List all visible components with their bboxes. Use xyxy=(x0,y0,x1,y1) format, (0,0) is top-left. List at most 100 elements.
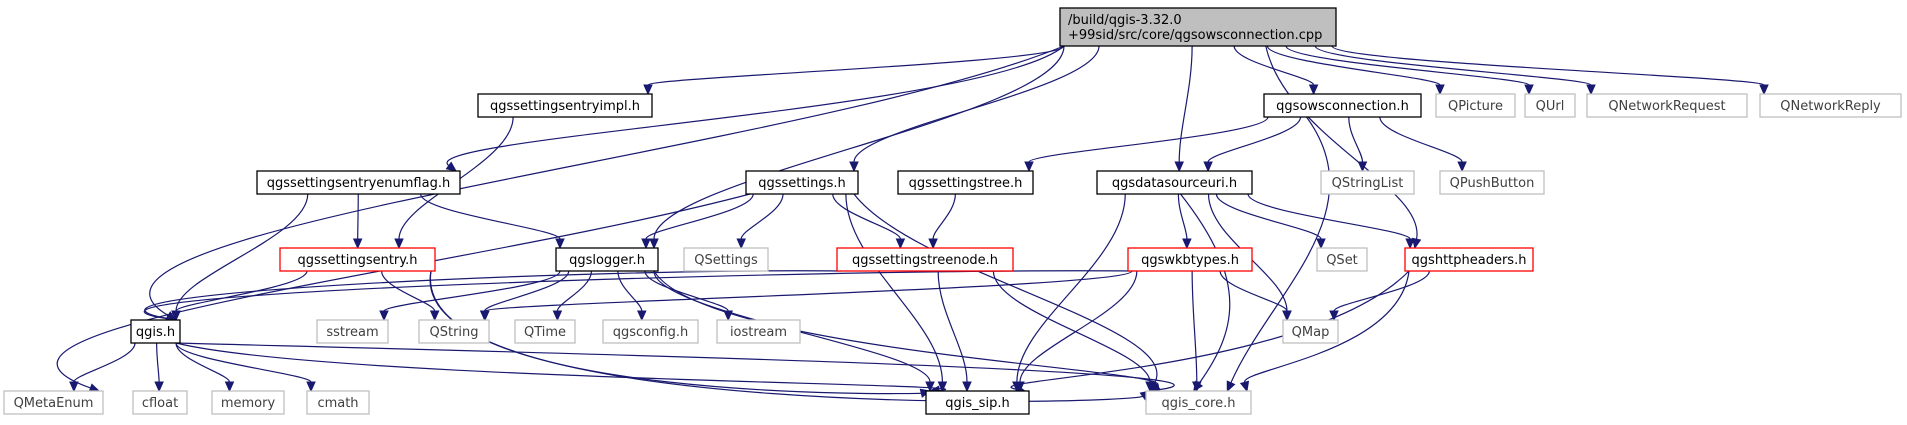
edge-arrowhead xyxy=(1145,381,1155,393)
node-label: sstream xyxy=(326,325,378,340)
edge-qgis-to-cfloat xyxy=(154,342,164,393)
edge-qgsdatasourceuri-to-qgis-core xyxy=(1180,193,1231,393)
edge-arrowhead xyxy=(1226,380,1236,393)
edge-arrowhead xyxy=(1586,84,1596,96)
edge-line xyxy=(1247,193,1411,240)
node-box xyxy=(256,170,461,195)
node-box xyxy=(211,390,285,415)
edge-line xyxy=(1191,270,1198,383)
node-qgsowsconnection[interactable]: qgsowsconnection.h xyxy=(1263,93,1422,118)
edge-line xyxy=(845,193,943,383)
node-qstring: QString xyxy=(418,319,490,344)
node-box xyxy=(1059,7,1337,47)
edge-line xyxy=(175,342,1175,391)
edge-layer xyxy=(56,45,1769,403)
node-label: qgsconfig.h xyxy=(613,325,688,340)
node-qgssettingsentryenumflag[interactable]: qgssettingsentryenumflag.h xyxy=(256,170,461,195)
edge-qgsowsconnection-to-qgssettingstree xyxy=(1024,116,1269,173)
edge-line xyxy=(175,270,308,312)
edge-line xyxy=(644,270,729,312)
node-box xyxy=(1435,93,1516,118)
node-label: QStringList xyxy=(1332,176,1404,191)
node-memory: memory xyxy=(211,390,285,415)
node-qgssettingstree[interactable]: qgssettingstree.h xyxy=(897,170,1034,195)
edge-line xyxy=(1285,45,1530,86)
node-qgis-sip[interactable]: qgis_sip.h xyxy=(925,390,1030,415)
edge-line xyxy=(175,342,312,383)
edge-line xyxy=(645,193,754,240)
edge-arrowhead xyxy=(849,161,859,173)
edge-line xyxy=(1219,270,1288,312)
edge-arrowhead xyxy=(637,310,647,322)
edge-arrowhead xyxy=(171,310,181,322)
edge-arrowhead xyxy=(1524,84,1534,96)
node-qset: QSet xyxy=(1316,247,1368,272)
node-qgswkbtypes[interactable]: qgswkbtypes.h xyxy=(1127,247,1253,272)
edge-line xyxy=(175,193,309,312)
edge-root-to-qnetworkreply xyxy=(1331,45,1769,96)
node-qgssettings[interactable]: qgssettings.h xyxy=(745,170,859,195)
node-cmath: cmath xyxy=(306,390,370,415)
node-qnetworkrequest: QNetworkRequest xyxy=(1586,93,1748,118)
node-box xyxy=(1404,247,1534,272)
node-label: QSettings xyxy=(694,253,758,268)
node-box xyxy=(514,319,576,344)
edge-line xyxy=(1230,116,1331,383)
edge-line xyxy=(556,270,593,312)
node-qgssettingsentry[interactable]: qgssettingsentry.h xyxy=(279,247,436,272)
edge-qgssettings-to-qgslogger xyxy=(641,193,754,250)
node-box xyxy=(1096,170,1253,195)
edge-root-to-qpicture xyxy=(1266,45,1445,96)
node-label: QString xyxy=(429,325,478,340)
edge-line xyxy=(740,193,784,240)
edge-line xyxy=(175,342,231,383)
node-qsettings: QSettings xyxy=(683,247,769,272)
node-label: qgswkbtypes.h xyxy=(1141,253,1239,268)
edge-qgsowsconnection-to-qgis-core xyxy=(1226,116,1331,393)
node-qgssettingsentryimpl[interactable]: qgssettingsentryimpl.h xyxy=(477,93,653,118)
node-qgslogger[interactable]: qgslogger.h xyxy=(555,247,659,272)
node-box xyxy=(897,170,1034,195)
edge-arrowhead xyxy=(379,310,389,322)
node-box xyxy=(925,390,1030,415)
edge-line xyxy=(357,193,359,240)
node-qgshttpheaders[interactable]: qgshttpheaders.h xyxy=(1404,247,1534,272)
edge-arrowhead xyxy=(555,238,565,250)
node-box xyxy=(602,319,699,344)
node-root[interactable]: /build/qgis-3.32.0+99sid/src/core/qgsows… xyxy=(1059,7,1337,47)
node-box xyxy=(1524,93,1576,118)
node-box xyxy=(555,247,659,272)
edge-root-to-qgsdatasourceuri xyxy=(1174,45,1193,173)
node-box xyxy=(1759,93,1902,118)
node-qgis[interactable]: qgis.h xyxy=(130,319,181,344)
edge-arrowhead xyxy=(1203,161,1213,173)
edge-arrowhead xyxy=(962,381,972,393)
edge-arrowhead xyxy=(1435,84,1445,96)
node-box xyxy=(1263,93,1422,118)
node-qpicture: QPicture xyxy=(1435,93,1516,118)
edge-qgis-to-cmath xyxy=(175,342,316,393)
node-label: qgssettingsentryenumflag.h xyxy=(267,176,450,191)
edge-line xyxy=(853,45,1100,163)
edge-qgis-to-memory xyxy=(175,342,235,393)
edge-line xyxy=(156,342,160,383)
edge-qgswkbtypes-to-qstring xyxy=(480,270,1133,322)
node-label: qgssettingstree.h xyxy=(909,176,1023,191)
edge-qgslogger-to-qtime xyxy=(552,270,593,322)
edge-root-to-qgssettingsentryimpl xyxy=(643,45,1065,96)
node-qgssettingstreenode[interactable]: qgssettingstreenode.h xyxy=(836,247,1014,272)
edge-arrowhead xyxy=(1316,238,1326,250)
node-label: cmath xyxy=(317,396,358,411)
edge-qgssettings-to-qgis-sip xyxy=(845,193,948,393)
edge-root-to-qgsowsconnection xyxy=(1233,45,1319,96)
edge-line xyxy=(1331,45,1765,86)
edge-qgshttpheaders-to-qmap xyxy=(1329,270,1430,322)
node-layer: /build/qgis-3.32.0+99sid/src/core/qgsows… xyxy=(3,7,1902,415)
edge-qgswkbtypes-to-qgis xyxy=(143,270,1133,324)
edge-root-to-qgssettings xyxy=(849,45,1100,173)
node-qgsdatasourceuri[interactable]: qgsdatasourceuri.h xyxy=(1096,170,1253,195)
edge-arrowhead xyxy=(480,310,490,322)
node-label: qgssettingstreenode.h xyxy=(852,253,998,268)
edge-line xyxy=(1244,270,1410,383)
edge-line xyxy=(1215,193,1322,240)
